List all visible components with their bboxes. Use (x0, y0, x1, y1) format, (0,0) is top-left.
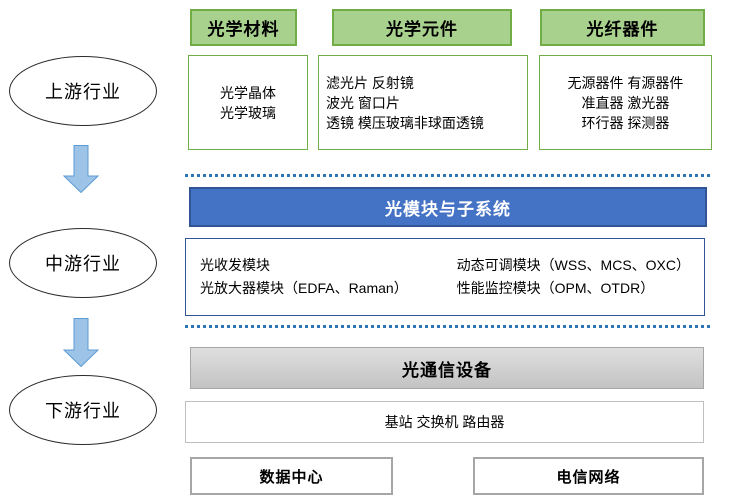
category-header-fiber-devices: 光纤器件 (540, 9, 705, 46)
category-header-label: 光纤器件 (586, 20, 659, 39)
box-line: 光收发模块 (200, 257, 270, 273)
box-line: 光学晶体 (220, 84, 276, 101)
midstream-modules-box: 光收发模块 光放大器模块（EDFA、Raman） 动态可调模块（WSS、MCS、… (185, 238, 705, 316)
market-box-data-center: 数据中心 (190, 457, 393, 495)
box-line: 无源器件 有源器件 (567, 74, 684, 91)
category-box-fiber-devices: 无源器件 有源器件 准直器 激光器 环行器 探测器 (539, 55, 712, 150)
box-line: 准直器 激光器 (581, 94, 670, 111)
midstream-left-column: 光收发模块 光放大器模块（EDFA、Raman） (200, 254, 408, 300)
market-label: 电信网络 (556, 468, 621, 486)
box-line: 透镜 模压玻璃非球面透镜 (326, 114, 484, 131)
stage-label: 下游行业 (45, 401, 121, 421)
box-line: 滤光片 反射镜 (326, 74, 414, 91)
box-line: 波光 窗口片 (326, 94, 400, 111)
midstream-header-optical-modules: 光模块与子系统 (189, 187, 707, 227)
downstream-header-label: 光通信设备 (402, 360, 492, 380)
downstream-header-optical-equipment: 光通信设备 (190, 347, 704, 389)
category-header-optical-materials: 光学材料 (190, 9, 297, 46)
stage-ellipse-midstream: 中游行业 (9, 228, 157, 298)
downstream-devices-box: 基站 交换机 路由器 (185, 401, 704, 443)
section-divider-dotted-line (185, 325, 710, 328)
box-line: 性能监控模块（OPM、OTDR） (456, 280, 655, 296)
category-box-optical-materials: 光学晶体 光学玻璃 (188, 55, 308, 150)
market-label: 数据中心 (259, 468, 324, 486)
category-box-optical-components: 滤光片 反射镜 波光 窗口片 透镜 模压玻璃非球面透镜 (318, 55, 528, 150)
category-header-optical-components: 光学元件 (332, 9, 512, 46)
down-arrow-icon (63, 318, 99, 367)
box-line: 基站 交换机 路由器 (384, 414, 505, 430)
section-divider-dotted-line (185, 174, 710, 177)
stage-ellipse-upstream: 上游行业 (9, 56, 157, 126)
box-line: 环行器 探测器 (581, 114, 670, 131)
box-line: 动态可调模块（WSS、MCS、OXC） (456, 257, 690, 273)
box-line: 光学玻璃 (220, 104, 276, 121)
category-header-label: 光学元件 (386, 20, 458, 39)
down-arrow-icon (63, 145, 99, 193)
midstream-header-label: 光模块与子系统 (385, 199, 511, 219)
stage-ellipse-downstream: 下游行业 (9, 375, 157, 445)
stage-label: 上游行业 (45, 82, 121, 102)
box-line: 光放大器模块（EDFA、Raman） (200, 280, 408, 296)
category-header-label: 光学材料 (207, 20, 280, 39)
stage-label: 中游行业 (45, 254, 121, 274)
market-box-telecom-network: 电信网络 (473, 457, 704, 495)
midstream-right-column: 动态可调模块（WSS、MCS、OXC） 性能监控模块（OPM、OTDR） (457, 254, 690, 300)
